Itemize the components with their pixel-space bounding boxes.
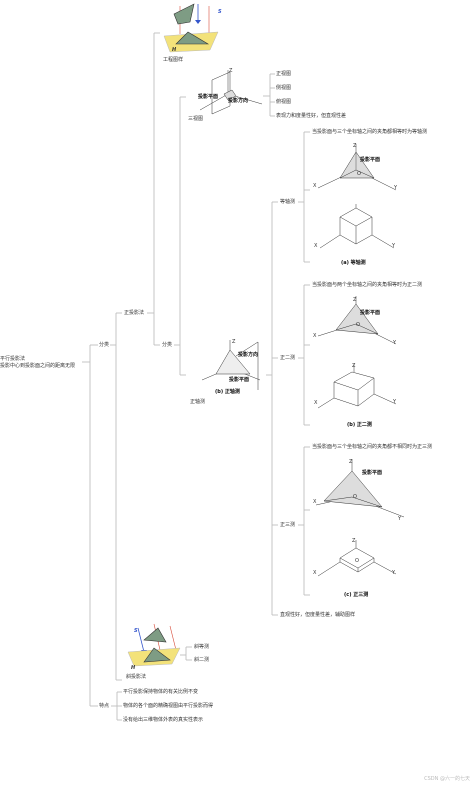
dim-plane-label: 投影平面	[360, 310, 381, 316]
dimetric-desc: 当投影面与两个坐标轴之间的夹角相等时为正二测	[312, 282, 423, 288]
three-view-z-label: Z	[229, 68, 233, 74]
three-view-property-item: 表现力和度量性好，但直观性差	[276, 113, 347, 119]
oblique-item-1: 斜等测	[194, 644, 210, 650]
axonometric-summary: 直观性好，但度量性差，辅助图样	[280, 612, 356, 618]
axono-caption: (b) 正轴测	[215, 389, 240, 395]
dim-x-label: X	[313, 333, 317, 339]
engineering-drawing-figure	[163, 3, 219, 53]
tri-o-label: O	[353, 494, 357, 500]
orthographic-node: 正投影法	[124, 310, 145, 316]
axono-dir-label: 投影方向	[238, 352, 259, 358]
dim-z-label: Z	[353, 297, 357, 303]
front-view-item: 正视图	[276, 71, 292, 77]
isometric-cube-figure	[319, 204, 395, 249]
isometric-desc: 当投影面与三个坐标轴之间的夹角都相等时为等轴测	[312, 129, 428, 135]
oblique-figure	[127, 623, 181, 667]
dimetric-plane-figure	[317, 296, 397, 345]
tri-z-label: Z	[349, 459, 353, 465]
dimetric-caption: (b) 正二测	[347, 422, 372, 428]
dim-box-z-label: Z	[352, 363, 356, 369]
tri-y-label: Y	[398, 516, 402, 522]
oblique-s-label: S	[134, 628, 138, 634]
iso-z-label: Z	[353, 143, 357, 149]
iso-o-label: O	[357, 171, 361, 177]
three-view-plane-label: 投影平面	[198, 94, 219, 100]
tri-box-x-label: X	[313, 570, 317, 576]
s-axis-label: S	[218, 9, 222, 15]
oblique-node: 斜投影法	[126, 674, 147, 680]
tri-plane-label: 投影平面	[362, 470, 383, 476]
engineering-drawing-label: 工程图样	[163, 57, 184, 63]
isometric-plane-figure	[317, 144, 397, 191]
orthographic-classify-node: 分类	[162, 342, 173, 348]
axono-z-label: Z	[232, 339, 236, 345]
feature-item-1: 平行投影保持物体的有关比例不变	[123, 689, 199, 695]
classify-node: 分类	[99, 342, 110, 348]
oblique-item-2: 斜二测	[194, 657, 210, 663]
iso-cube-y-label: Y	[392, 243, 396, 249]
three-view-dir-label: 投影方向	[228, 98, 249, 104]
three-view-label: 三视图	[188, 116, 204, 122]
features-node: 特点	[99, 703, 110, 709]
isometric-node: 等轴测	[280, 199, 296, 205]
iso-x-label: X	[313, 183, 317, 189]
dimetric-node: 正二测	[280, 355, 296, 361]
tri-x-label: X	[313, 499, 317, 505]
dim-y-label: Y	[393, 340, 397, 346]
iso-cube-x-label: X	[314, 243, 318, 249]
iso-plane-label: 投影平面	[360, 157, 381, 163]
root-subtitle: 投影中心到投影面之间的距离无限	[0, 363, 76, 369]
h-axis-label: H	[172, 47, 177, 53]
tri-box-z-label: Z	[352, 538, 356, 544]
side-view-item: 侧视图	[276, 85, 292, 91]
feature-item-3: 没有给出三维物体外表的真实性表示	[123, 717, 204, 723]
dim-box-x-label: X	[314, 400, 318, 406]
watermark: CSDN @六一的七天	[424, 776, 470, 782]
dim-box-y-label: Y	[393, 399, 397, 405]
three-view-figure	[199, 70, 263, 115]
oblique-h-label: H	[131, 665, 136, 671]
trimetric-desc: 当投影面与三个坐标轴之间的夹角都不相同时为正三测	[312, 444, 433, 450]
axonometric-node: 正轴测	[190, 399, 206, 405]
iso-y-label: Y	[394, 185, 398, 191]
isometric-caption: (a) 等轴测	[341, 260, 366, 266]
dimetric-box-figure	[317, 364, 397, 409]
axono-plane-label: 投影平面	[229, 377, 250, 383]
axonometric-figure	[201, 340, 261, 390]
trimetric-box-figure	[317, 540, 397, 577]
root-title: 平行投影法	[0, 356, 26, 362]
trimetric-plane-figure	[315, 459, 405, 518]
tri-box-o-label: O	[355, 558, 359, 564]
trimetric-caption: (c) 正三测	[344, 592, 369, 598]
tri-box-y-label: Y	[392, 570, 396, 576]
top-view-item: 俯视图	[276, 99, 292, 105]
trimetric-node: 正三测	[280, 522, 296, 528]
feature-item-2: 物体的各个面的精确视图由平行投影而得	[123, 703, 214, 709]
dim-o-label: O	[356, 322, 360, 328]
